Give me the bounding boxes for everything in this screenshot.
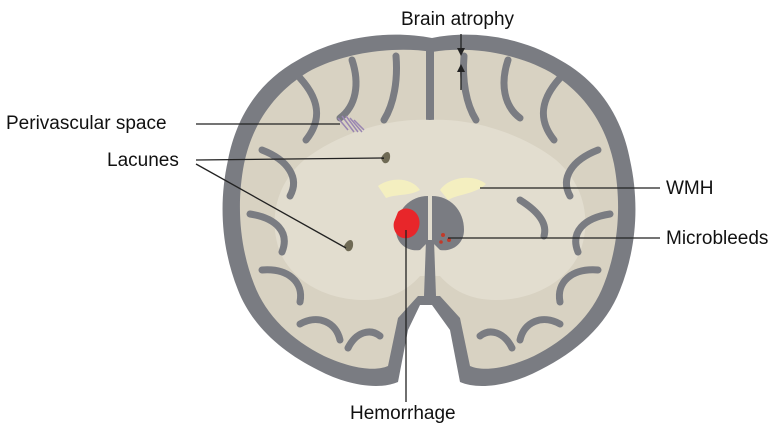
label-microbleeds: Microbleeds bbox=[666, 228, 768, 250]
label-wmh: WMH bbox=[666, 178, 713, 200]
label-hemorrhage: Hemorrhage bbox=[350, 403, 456, 425]
label-perivascular-space: Perivascular space bbox=[6, 113, 167, 135]
third-ventricle bbox=[424, 240, 436, 296]
label-brain-atrophy: Brain atrophy bbox=[401, 9, 514, 31]
label-lacunes: Lacunes bbox=[107, 150, 179, 172]
